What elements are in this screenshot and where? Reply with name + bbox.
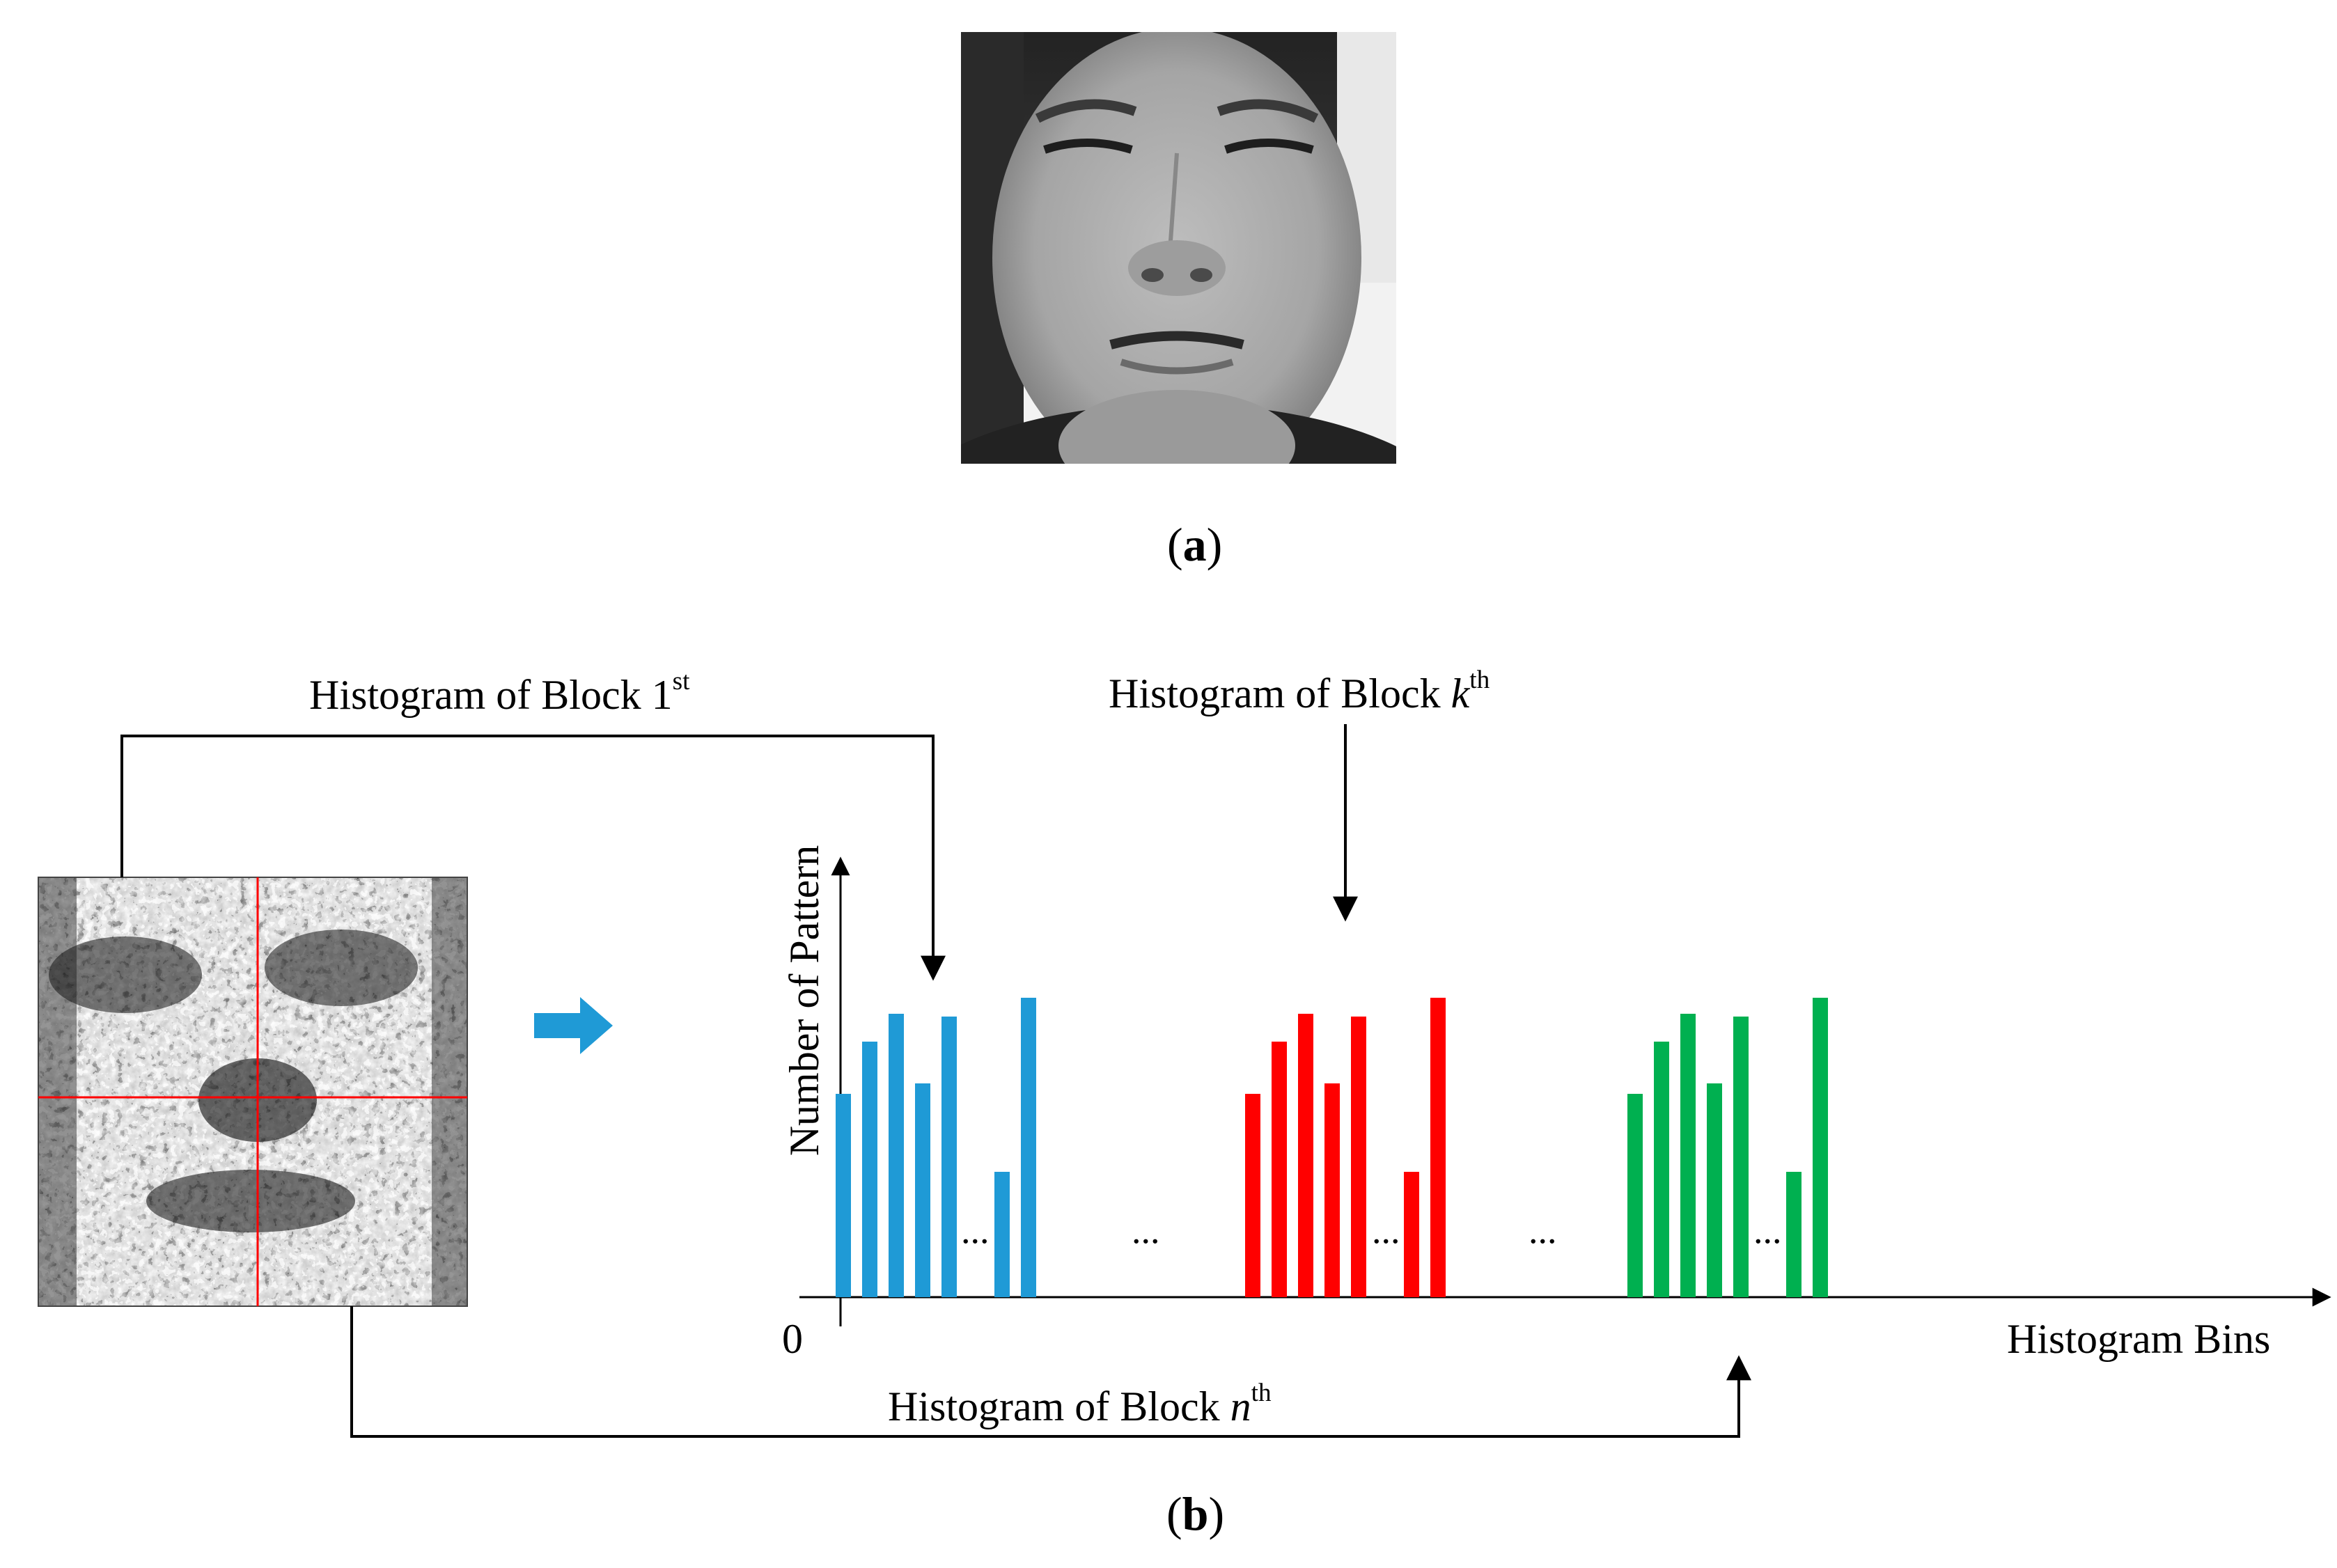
origin-label: 0	[782, 1316, 803, 1362]
bar-block-first-4	[915, 1083, 930, 1297]
label-block-first: Histogram of Block 1st	[309, 667, 690, 718]
label-block-n: Histogram of Block nth	[888, 1379, 1272, 1429]
bar-block-n-3	[1680, 1014, 1696, 1297]
x-axis-label: Histogram Bins	[2007, 1316, 2271, 1362]
connector-block-n	[350, 1306, 1751, 1438]
caption-a: (a)	[1167, 518, 1223, 571]
bar-block-n-6	[1786, 1172, 1801, 1297]
bar-block-first-3	[889, 1014, 904, 1297]
connector-block-first	[120, 735, 946, 981]
bar-block-first-2	[862, 1042, 877, 1297]
ellipsis-in-block-first: ...	[961, 1209, 990, 1251]
ellipsis-in-block-k: ...	[1372, 1209, 1400, 1251]
bar-block-k-1	[1245, 1094, 1260, 1297]
bar-block-n-4	[1707, 1083, 1722, 1297]
bar-block-k-2	[1272, 1042, 1287, 1297]
bar-block-k-7	[1430, 998, 1446, 1297]
bar-block-first-1	[836, 1094, 851, 1297]
bar-block-k-3	[1298, 1014, 1313, 1297]
y-axis-label: Number of Pattern	[781, 845, 827, 1157]
lbp-face-image	[38, 877, 467, 1306]
bar-block-n-7	[1813, 998, 1828, 1297]
face-photo	[961, 32, 1396, 464]
ellipsis-in-block-n: ...	[1753, 1209, 1782, 1251]
bar-block-n-1	[1627, 1094, 1643, 1297]
flow-arrow	[534, 997, 613, 1054]
ellipsis-between-1: ...	[1132, 1209, 1160, 1251]
label-block-k: Histogram of Block kth	[1109, 666, 1490, 716]
bar-block-n-2	[1654, 1042, 1669, 1297]
ellipsis-between-2: ...	[1529, 1209, 1557, 1251]
bar-block-first-7	[1021, 998, 1036, 1297]
bar-block-k-6	[1404, 1172, 1419, 1297]
caption-b: (b)	[1166, 1487, 1225, 1540]
bar-block-k-5	[1351, 1017, 1366, 1297]
bar-block-first-5	[941, 1017, 957, 1297]
bar-block-first-6	[994, 1172, 1010, 1297]
histogram-bars	[836, 998, 1828, 1297]
bar-block-n-5	[1733, 1017, 1749, 1297]
bar-block-k-4	[1324, 1083, 1340, 1297]
